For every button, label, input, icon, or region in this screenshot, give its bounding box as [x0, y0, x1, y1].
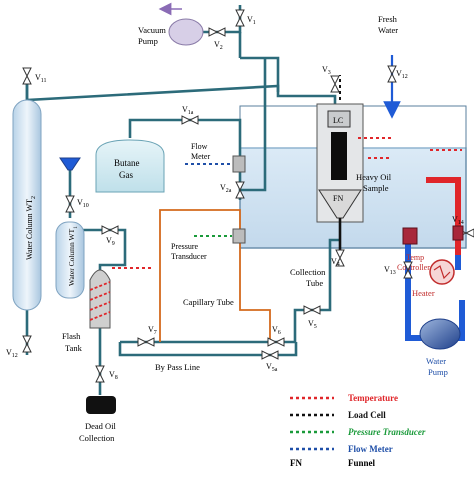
legend-fn-abbr: FN	[290, 458, 302, 468]
valve-v12-left	[22, 335, 32, 353]
water-pump	[419, 318, 461, 350]
legend-label-0: Temperature	[348, 393, 398, 403]
water-pump-label-1: Water	[426, 356, 446, 366]
butane-gas-label-1: Butane	[114, 158, 140, 168]
valve-v7	[137, 337, 155, 347]
load-cell	[327, 110, 351, 128]
valve-label-v8: V8	[109, 370, 118, 381]
heater-coil	[433, 265, 451, 280]
legend-fn-text: Funnel	[348, 458, 376, 468]
collection-tube-label-2: Tube	[306, 278, 323, 288]
load-cell-label: LC	[333, 116, 343, 125]
dead-oil-label-2: Collection	[79, 433, 115, 443]
valve-label-v2: V2	[214, 40, 223, 51]
valve-labels: V1 V2 V3 V4 V5 V5a V6 V7 V8 V9 V10 V11 V…	[6, 15, 464, 381]
flash-tank	[89, 269, 111, 329]
legend-label-2: Pressure Transducer	[348, 427, 426, 437]
valve-label-v4: V4	[331, 257, 340, 268]
fresh-water-label-1: Fresh	[378, 14, 398, 24]
water-column-wt1-label: Water Column WT1	[67, 226, 79, 286]
pressure-transducer-label-1: Pressure	[171, 242, 199, 251]
valve-v4	[335, 249, 345, 267]
vacuum-pump-label-2: Pump	[138, 36, 158, 46]
valve-label-v7: V7	[148, 325, 157, 336]
temp-controller	[402, 227, 418, 245]
funnel	[318, 189, 362, 219]
funnel-label: FN	[333, 194, 343, 203]
valve-v11	[22, 67, 32, 85]
valve-v8	[95, 365, 105, 383]
vacuum-pump	[168, 18, 204, 46]
temp-controller-label-2: Controller	[397, 263, 430, 272]
valve-v3	[330, 75, 340, 93]
butane-gas-bottle	[95, 139, 165, 193]
heater-label: Heater	[412, 288, 435, 298]
fresh-water-label-2: Water	[378, 25, 398, 35]
pressure-transducer-label-2: Transducer	[171, 252, 207, 261]
by-pass-line-label: By Pass Line	[155, 362, 200, 372]
valve-label-v13: V13	[384, 265, 396, 276]
valve-v6	[267, 337, 285, 347]
water-column-wt2	[12, 99, 42, 311]
heavy-oil-sample-label-1: Heavy Oil	[356, 172, 392, 182]
valve-v5	[303, 305, 321, 315]
valve-v12-right	[387, 65, 397, 83]
pressure-transducer	[232, 228, 246, 244]
valve-label-v9: V9	[106, 236, 115, 247]
capillary-tube-line	[159, 209, 271, 342]
valve-label-v1: V1	[247, 15, 256, 26]
water-pump-label-2: Pump	[428, 367, 448, 377]
valve-v1	[235, 9, 245, 27]
capillary-tube-label: Capillary Tube	[183, 297, 234, 307]
valve-v10	[65, 195, 75, 213]
valve-label-v6: V6	[272, 325, 281, 336]
legend-label-1: Load Cell	[348, 410, 386, 420]
valve-label-v5: V5	[308, 319, 317, 330]
valve-label-v12-right: V12	[396, 69, 408, 80]
flash-tank-heating-coil	[89, 281, 111, 321]
valve-label-v12-left: V12	[6, 348, 18, 359]
valve-label-v10: V10	[77, 198, 89, 209]
flow-meter-label-1: Flow	[191, 142, 208, 151]
fill-funnel	[59, 157, 81, 171]
flow-meter-label-2: Meter	[191, 152, 210, 161]
valve-label-v11: V11	[35, 73, 47, 84]
heavy-oil-sample	[331, 132, 347, 180]
water-column-wt1	[55, 221, 85, 299]
valve-v2	[208, 27, 226, 37]
butane-gas-label-2: Gas	[119, 170, 133, 180]
valve-label-v5a: V5a	[266, 362, 278, 373]
legend-label-3: Flow Meter	[348, 444, 393, 454]
valve-v5a	[261, 350, 279, 360]
valve-v14-box	[452, 225, 464, 241]
water-column-wt2-label: Water Column WT2	[25, 196, 37, 260]
valve-label-v2a: V2a	[220, 183, 232, 194]
flow-meter	[232, 155, 246, 173]
dead-oil-label-1: Dead Oil	[85, 421, 117, 431]
dead-oil-collection	[86, 396, 116, 414]
heavy-oil-sample-label-2: Sample	[363, 183, 389, 193]
flash-tank-label-2: Tank	[65, 343, 83, 353]
valve-label-v1a: V1a	[182, 105, 194, 116]
valve-label-v3: V3	[322, 65, 331, 76]
collection-tube-label-1: Collection	[290, 267, 326, 277]
valve-v2a	[235, 181, 245, 199]
vacuum-pump-label-1: Vacuum	[138, 25, 166, 35]
valve-v9	[101, 225, 119, 235]
valve-v1a	[181, 115, 199, 125]
temp-controller-label-1: Temp	[406, 253, 424, 262]
valve-label-v14: V14	[452, 215, 464, 226]
valve-v13	[403, 261, 413, 279]
flash-tank-label-1: Flash	[62, 331, 81, 341]
